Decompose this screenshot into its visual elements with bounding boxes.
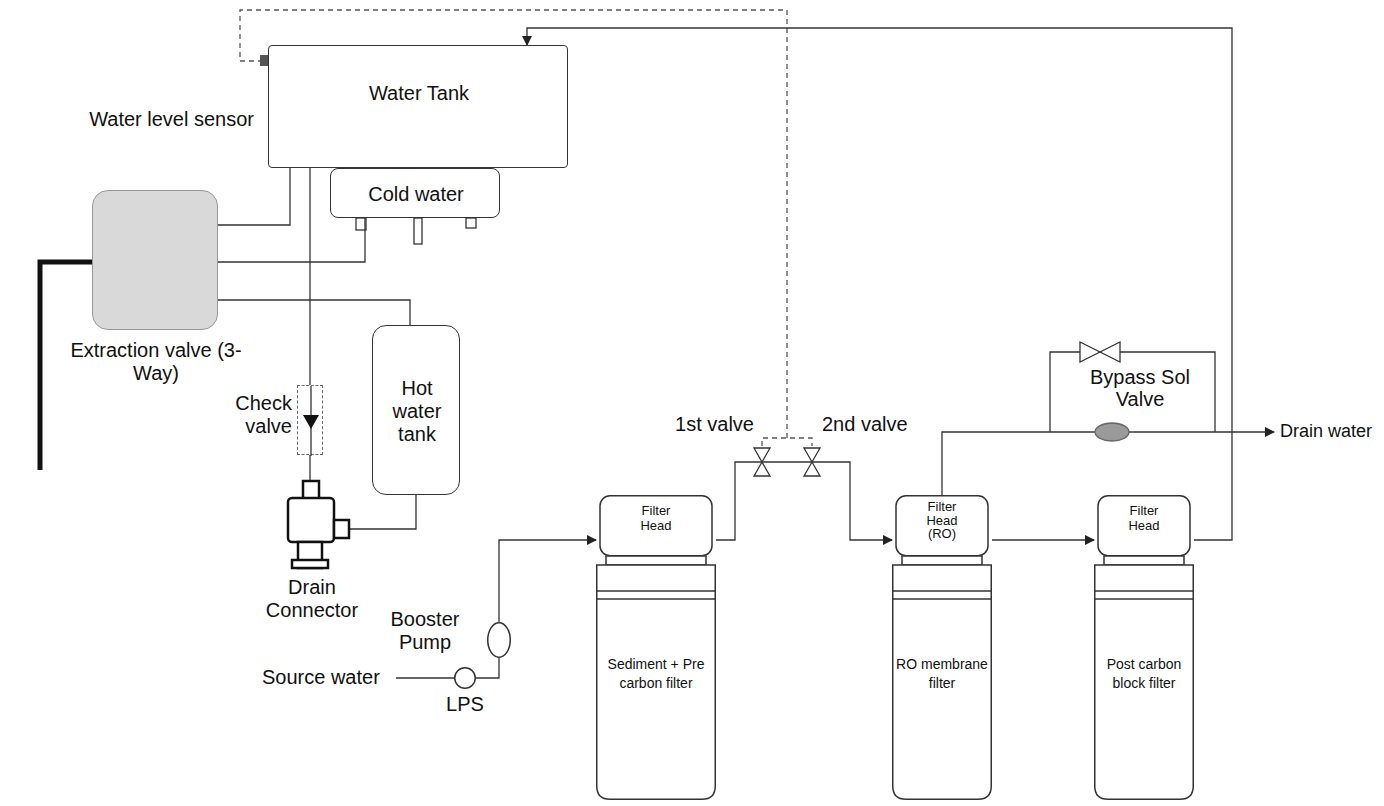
valve-label: 1st valve <box>650 413 754 436</box>
drain-connector: Drain Connector <box>274 480 350 570</box>
inlet-label: Source water <box>262 666 392 689</box>
pipe-connector <box>309 168 310 385</box>
node-label: Check valve <box>222 392 292 438</box>
filter-cartridge-outline <box>596 495 716 800</box>
valve-symbol <box>754 448 770 476</box>
node-body-text: Post carbon block filter <box>1098 655 1190 693</box>
valve-symbol <box>804 448 820 476</box>
pipe-connector <box>218 300 410 325</box>
cold-water-box: Cold water <box>330 168 500 218</box>
node-label: Drain Connector <box>252 576 372 622</box>
hot-water-tank: Hot water tank <box>372 325 460 495</box>
valve-label: Bypass Sol Valve <box>1085 366 1195 410</box>
node-label: LPS <box>435 693 495 716</box>
filter-cartridge: Filter HeadSediment + Pre carbon filter <box>596 495 716 800</box>
pipe-connector <box>218 168 290 225</box>
node-label: Extraction valve (3-Way) <box>63 339 249 385</box>
outlet-label: Drain water <box>1280 421 1380 442</box>
bypass-valve-symbol <box>1080 342 1120 362</box>
pipe-connector <box>350 495 416 529</box>
node-label: Filter Head <box>628 504 684 534</box>
bypass-line <box>1050 352 1215 432</box>
valve-label: 2nd valve <box>822 413 932 436</box>
pressure-switch: LPS <box>454 667 476 689</box>
water-tank: Water Tank <box>268 45 568 168</box>
node-label: Hot water tank <box>382 377 452 446</box>
pipe-connector <box>309 455 310 480</box>
node-label: Booster Pump <box>373 608 477 654</box>
filter-cartridge: Filter Head (RO) RO membrane filter <box>892 495 992 800</box>
sensor-label: Water level sensor <box>64 108 254 131</box>
node-body-text: RO membrane filter <box>896 655 988 693</box>
pipe-connector <box>527 28 1232 540</box>
pipe-connector <box>992 539 1094 540</box>
drain-line <box>942 432 1274 495</box>
pipe-connector <box>218 218 365 262</box>
spout <box>414 218 422 244</box>
signal-bracket <box>762 438 812 446</box>
check-valve: Check valve <box>297 385 323 455</box>
signal-line <box>240 10 787 438</box>
pressure-switch-outline <box>454 667 476 689</box>
flow-restrictor <box>1095 423 1129 441</box>
pipe-connector <box>476 658 499 678</box>
node-label: Filter Head <box>1116 504 1172 534</box>
extraction-valve-housing: Extraction valve (3-Way) <box>92 190 218 330</box>
drain-connector-outline <box>274 480 350 570</box>
node-label: Water Tank <box>269 82 569 105</box>
node-body-text: Sediment + Pre carbon filter <box>600 655 712 693</box>
booster-pump-outline <box>487 622 511 658</box>
node-label: Cold water <box>331 183 501 206</box>
filter-cartridge: Filter HeadPost carbon block filter <box>1094 495 1194 800</box>
filter-cartridge-outline <box>1094 495 1194 800</box>
pipe-connector <box>716 462 892 540</box>
booster-pump: Booster Pump <box>487 622 511 658</box>
pipe-connector <box>499 540 596 622</box>
source-line <box>396 677 454 678</box>
node-label: Filter Head (RO) <box>914 500 970 541</box>
check-valve-outline <box>298 386 324 456</box>
nozzle <box>466 218 476 228</box>
